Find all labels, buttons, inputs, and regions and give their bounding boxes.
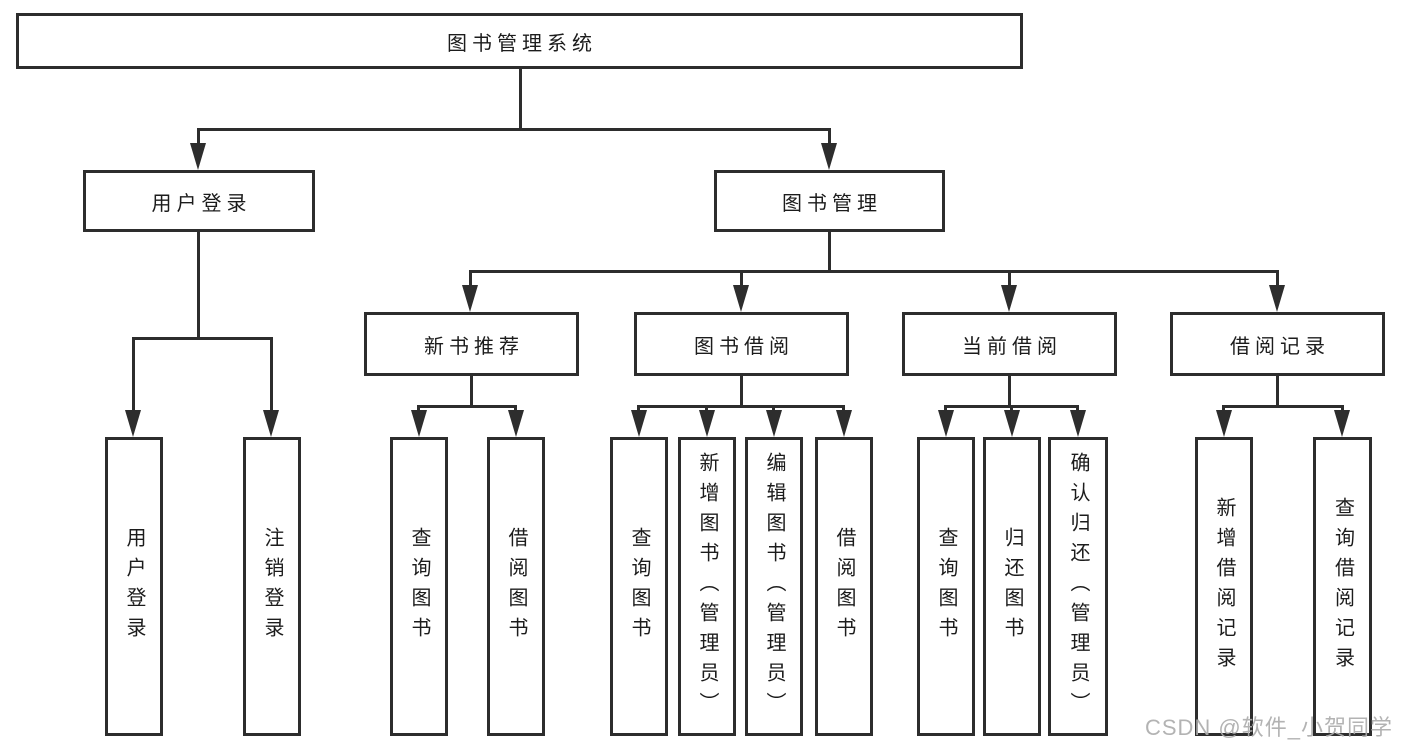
connector-line [197,128,200,148]
node-label: 编辑图书（管理员） [763,451,785,722]
connector-line [637,405,640,413]
connector-line [132,337,273,340]
node-book-borrowing: 图书借阅 [634,312,849,376]
connector-line [197,128,831,131]
node-label: 图书管理系统 [447,32,597,55]
node-book-management: 图书管理 [714,170,945,232]
connector-line [637,405,845,408]
node-leaf-query-books-1: 查询图书 [390,437,448,736]
arrow-down-icon [411,410,427,437]
connector-line [519,69,522,128]
node-label: 注销登录 [261,526,283,647]
connector-line [828,232,831,270]
arrow-down-icon [733,285,749,312]
node-current-borrowing: 当前借阅 [902,312,1117,376]
arrow-down-icon [1001,285,1017,312]
arrow-down-icon [462,285,478,312]
arrow-down-icon [508,410,524,437]
node-label: 借阅图书 [833,526,855,647]
connector-line [197,232,200,337]
connector-line [1008,270,1011,288]
connector-line [842,405,845,413]
connector-line [1008,376,1011,405]
connector-line [1276,376,1279,405]
node-leaf-borrow-books-1: 借阅图书 [487,437,545,736]
arrow-down-icon [1334,410,1350,437]
connector-line [1076,405,1079,413]
connector-line [705,405,708,413]
arrow-down-icon [263,410,279,437]
node-leaf-query-books-2: 查询图书 [610,437,668,736]
connector-line [1341,405,1344,413]
connector-line [772,405,775,413]
connector-line [417,405,517,408]
node-leaf-query-books-3: 查询图书 [917,437,975,736]
node-label: 查询图书 [408,526,430,647]
connector-line [514,405,517,413]
connector-line [1222,405,1225,413]
node-label: 新增图书（管理员） [696,451,718,722]
csdn-watermark: CSDN @软件_小贺同学 [1144,715,1393,740]
node-leaf-edit-book-admin: 编辑图书（管理员） [745,437,803,736]
node-label: 新书推荐 [424,335,524,358]
connector-line [740,376,743,405]
node-label: 归还图书 [1001,526,1023,647]
node-label: 确认归还（管理员） [1067,451,1089,722]
node-label: 用户登录 [123,526,145,647]
arrow-down-icon [125,410,141,437]
node-new-book-recommend: 新书推荐 [364,312,579,376]
node-leaf-logout: 注销登录 [243,437,301,736]
node-root: 图书管理系统 [16,13,1023,69]
node-leaf-add-borrow-record: 新增借阅记录 [1195,437,1253,736]
arrow-down-icon [836,410,852,437]
connector-line [132,337,135,413]
arrow-down-icon [1004,410,1020,437]
node-label: 图书管理 [782,192,882,215]
connector-line [944,405,947,413]
node-label: 新增借阅记录 [1213,496,1235,677]
arrow-down-icon [631,410,647,437]
arrow-down-icon [699,410,715,437]
node-leaf-return-book: 归还图书 [983,437,1041,736]
connector-line [828,128,831,148]
node-borrowing-records: 借阅记录 [1170,312,1385,376]
connector-line [1222,405,1344,408]
connector-line [1010,405,1013,413]
arrow-down-icon [1070,410,1086,437]
connector-line [469,270,1279,273]
connector-line [470,376,473,405]
arrow-down-icon [1216,410,1232,437]
arrow-down-icon [938,410,954,437]
node-leaf-add-book-admin: 新增图书（管理员） [678,437,736,736]
arrow-down-icon [190,143,206,170]
node-label: 当前借阅 [962,335,1062,358]
node-label: 图书借阅 [694,335,794,358]
connector-line [417,405,420,413]
node-label: 借阅图书 [505,526,527,647]
connector-line [1276,270,1279,288]
node-user-login: 用户登录 [83,170,315,232]
node-label: 查询图书 [935,526,957,647]
arrow-down-icon [821,143,837,170]
node-leaf-confirm-return-admin: 确认归还（管理员） [1048,437,1108,736]
node-label: 用户登录 [151,192,252,215]
node-label: 查询图书 [628,526,650,647]
connector-line [740,270,743,288]
node-label: 借阅记录 [1230,335,1330,358]
node-label: 查询借阅记录 [1331,496,1354,677]
node-leaf-borrow-books-2: 借阅图书 [815,437,873,736]
node-leaf-user-login: 用户登录 [105,437,163,736]
arrow-down-icon [766,410,782,437]
arrow-down-icon [1269,285,1285,312]
connector-line [270,337,273,413]
connector-line [469,270,472,288]
node-leaf-query-borrow-record: 查询借阅记录 [1313,437,1372,736]
